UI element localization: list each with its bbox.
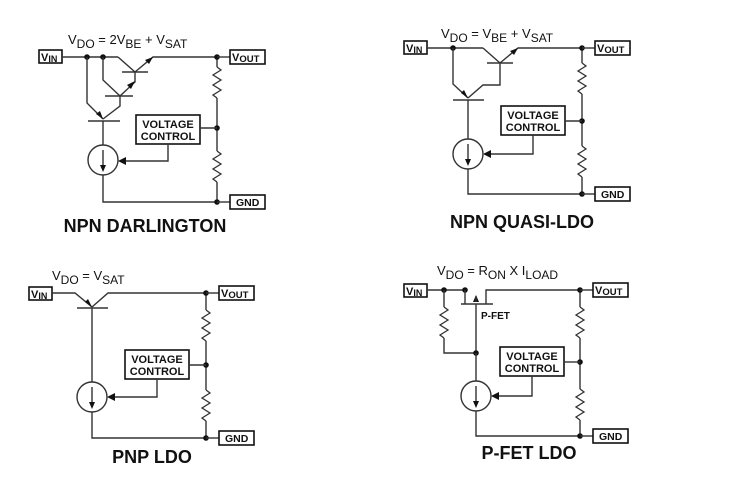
vin-label: VIN [41, 52, 57, 64]
collector-wire [117, 56, 136, 73]
npn-quasi-ldo-circuit: VDO = VBE + VSAT VIN VOUT GND [403, 26, 631, 232]
resistor-icon [576, 62, 588, 95]
current-arrow-icon [465, 159, 471, 166]
control-wire [489, 135, 534, 155]
current-arrow-icon [89, 402, 95, 409]
emitter-arrow-icon [461, 90, 468, 98]
vout-terminal [229, 49, 266, 65]
vout-terminal [218, 285, 255, 301]
gnd-label: GND [601, 189, 625, 201]
gnd-terminal [592, 428, 629, 444]
p-fet-ldo-circuit: VDO = RON X ILOAD VIN P-FET [403, 263, 629, 463]
emitter-arrow-icon [85, 299, 92, 307]
emitter-wire [119, 72, 136, 97]
base-link-wire [102, 96, 121, 120]
ground-wire [91, 412, 206, 439]
resistor-icon [200, 309, 212, 342]
voltage-control-label: VOLTAGE [131, 354, 183, 366]
gnd-label: GND [236, 197, 260, 209]
collector-wire [482, 47, 501, 64]
voltage-control-label: VOLTAGE [142, 119, 194, 131]
vout-terminal [594, 40, 631, 56]
resistor-icon [574, 306, 586, 339]
equation-npn-quasi-ldo: VDO = VBE + VSAT [441, 26, 554, 45]
drain-wire [485, 289, 580, 304]
equation-npn-darlington: VDO = 2VBE + VSAT [68, 32, 188, 51]
voltage-control-label: VOLTAGE [507, 110, 559, 122]
vin-label: VIN [406, 286, 422, 298]
diagram-title: NPN DARLINGTON [64, 216, 227, 236]
pullup-wire [443, 338, 476, 354]
voltage-control-label: VOLTAGE [506, 351, 558, 363]
control-arrow-icon [118, 157, 126, 165]
collector-wire [102, 57, 121, 97]
resistor-icon [211, 150, 223, 183]
vin-label: VIN [31, 289, 47, 301]
emitter-wire [452, 48, 469, 99]
equation-pnp-ldo: VDO = VSAT [52, 268, 125, 287]
gnd-terminal [229, 194, 266, 210]
collector-wire [86, 57, 104, 120]
voltage-control-label: CONTROL [141, 131, 196, 143]
vout-label: VOUT [595, 285, 623, 298]
collector-wire [467, 63, 501, 99]
p-fet-label: P-FET [481, 311, 510, 322]
npn-darlington-circuit: VDO = 2VBE + VSAT VIN [38, 32, 266, 236]
diagram-title: NPN QUASI-LDO [450, 212, 594, 232]
vout-terminal [592, 282, 629, 298]
current-arrow-icon [473, 401, 479, 408]
resistor-icon [200, 389, 212, 422]
control-arrow-icon [483, 150, 491, 158]
voltage-control-label: CONTROL [505, 363, 560, 375]
vout-label: VOUT [221, 288, 249, 301]
collector-wire [91, 292, 206, 308]
control-arrow-icon [491, 392, 499, 400]
gnd-terminal [594, 186, 631, 202]
emitter-arrow-icon [127, 81, 135, 89]
emitter-arrow-icon [145, 57, 153, 64]
gnd-label: GND [225, 433, 249, 445]
diagram-title: P-FET LDO [482, 443, 577, 463]
resistor-icon [574, 388, 586, 421]
ground-wire [475, 411, 580, 437]
resistor-icon [211, 66, 223, 99]
gnd-terminal [218, 430, 255, 446]
voltage-control-label: CONTROL [506, 122, 561, 134]
resistor-icon [576, 145, 588, 178]
voltage-control-label: CONTROL [130, 366, 185, 378]
resistor-icon [438, 306, 450, 339]
control-wire [113, 379, 158, 398]
emitter-wire [52, 292, 93, 308]
current-arrow-icon [100, 165, 106, 172]
control-wire [124, 144, 169, 162]
control-wire [497, 376, 533, 397]
diagram-title: PNP LDO [112, 447, 192, 467]
emitter-arrow-icon [96, 111, 103, 119]
control-arrow-icon [107, 393, 115, 401]
ground-wire [102, 175, 217, 203]
ground-wire [467, 169, 582, 195]
voltage-control-block [135, 114, 201, 145]
pnp-ldo-circuit: VDO = VSAT VIN VOUT GND VOLTAGE CONTROL [28, 268, 255, 467]
gnd-label: GND [599, 431, 623, 443]
vout-label: VOUT [597, 43, 625, 56]
emitter-arrow-icon [510, 48, 518, 55]
vin-label: VIN [406, 43, 422, 55]
equation-p-fet-ldo: VDO = RON X ILOAD [437, 263, 558, 282]
vout-label: VOUT [232, 52, 260, 65]
